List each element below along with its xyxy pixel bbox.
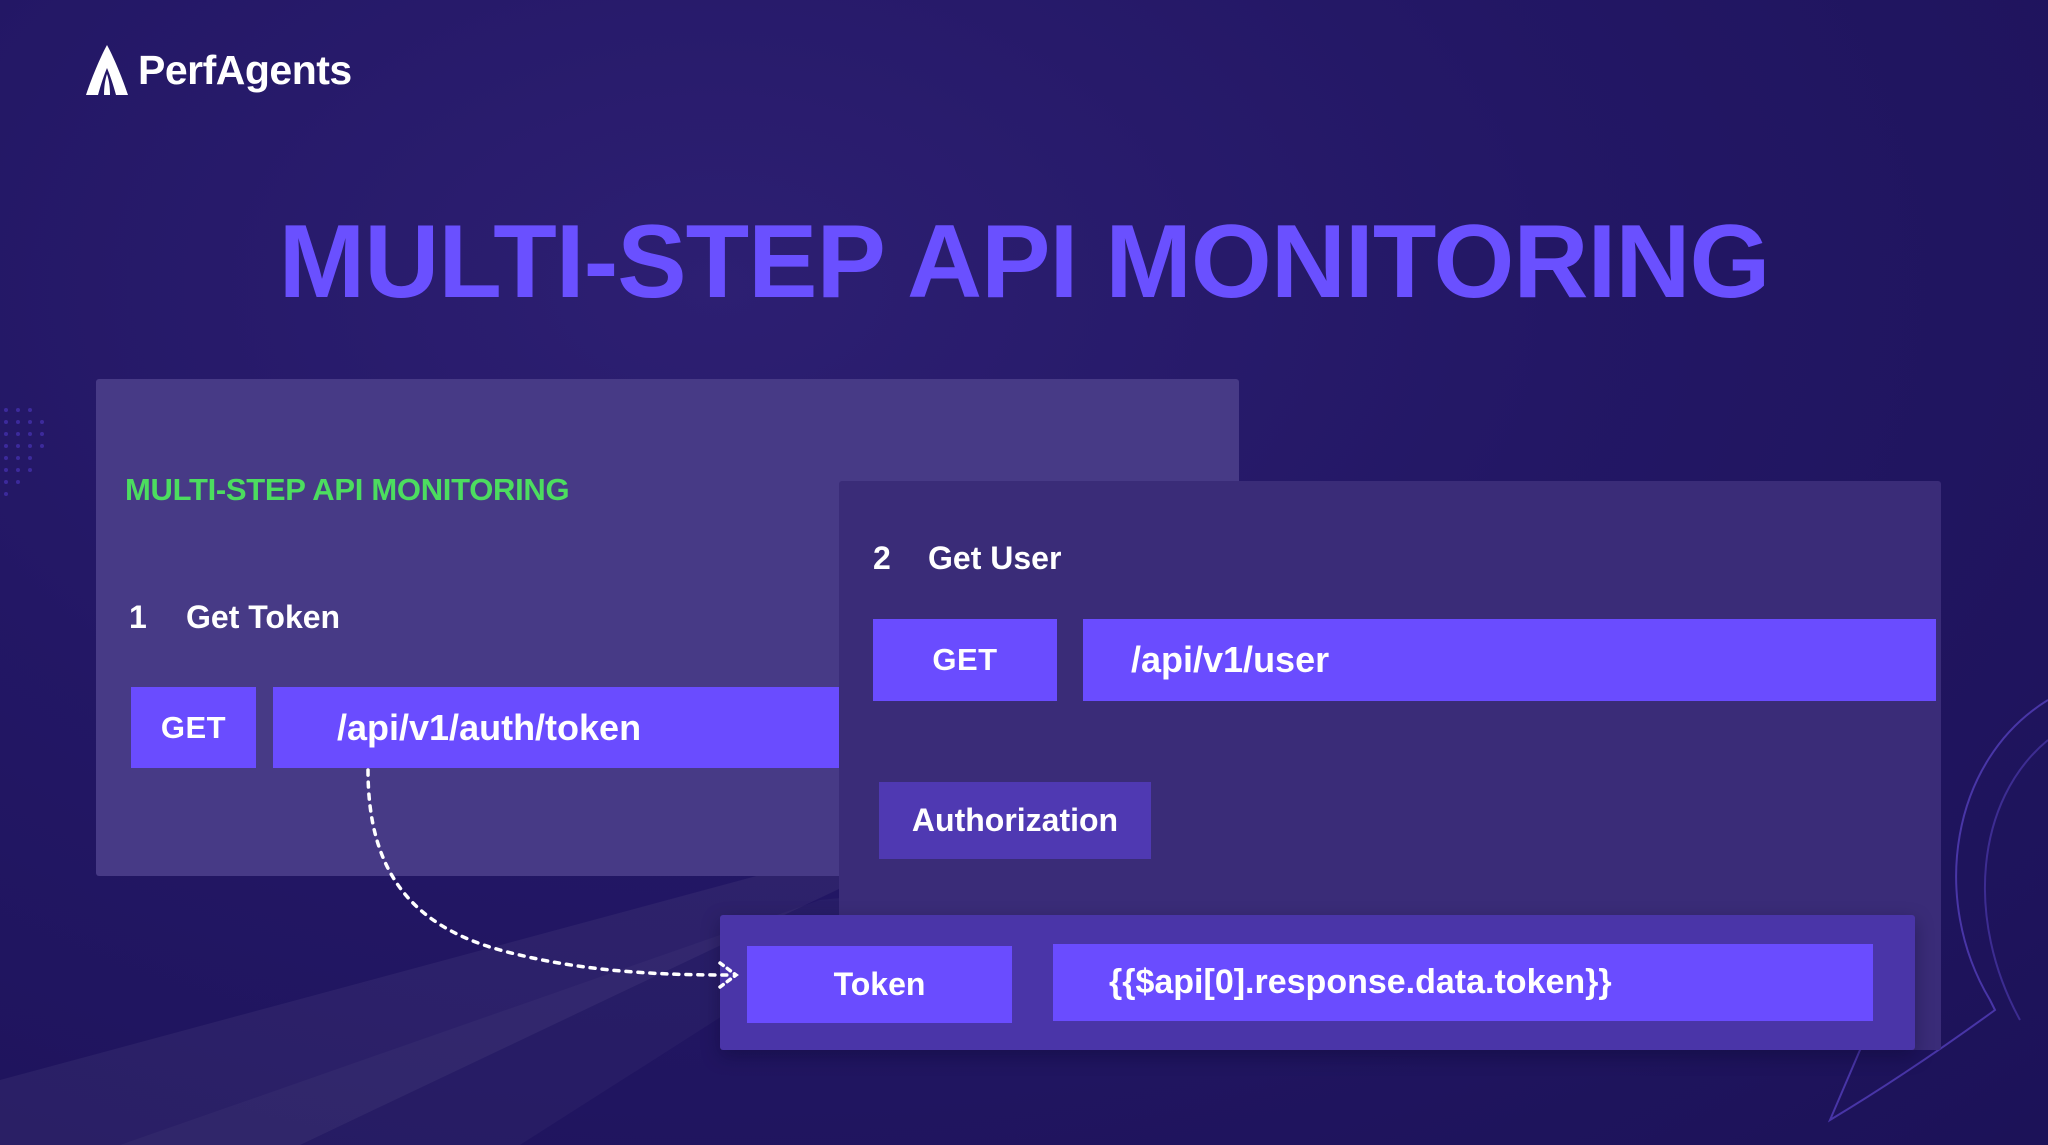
rocket-logo-icon	[86, 45, 128, 95]
brand-name: PerfAgents	[138, 46, 352, 93]
step-2-method-button[interactable]: GET	[873, 619, 1057, 701]
panel-heading: MULTI-STEP API MONITORING	[125, 472, 570, 507]
token-value-field[interactable]: {{$api[0].response.data.token}}	[1053, 944, 1873, 1021]
step-1-endpoint-field[interactable]: /api/v1/auth/token	[273, 687, 839, 768]
authorization-header-tab[interactable]: Authorization	[879, 782, 1151, 859]
step-1-method-button[interactable]: GET	[131, 687, 256, 768]
page-title: MULTI-STEP API MONITORING	[278, 204, 1771, 320]
step-2-number: 2	[873, 540, 891, 576]
step-2-endpoint-field[interactable]: /api/v1/user	[1083, 619, 1936, 701]
brand-logo[interactable]: PerfAgents	[84, 44, 352, 96]
step-1-title: Get Token	[186, 599, 341, 635]
step-2-title: Get User	[928, 540, 1062, 576]
step-1-number: 1	[129, 599, 147, 635]
token-key-field[interactable]: Token	[747, 946, 1012, 1023]
